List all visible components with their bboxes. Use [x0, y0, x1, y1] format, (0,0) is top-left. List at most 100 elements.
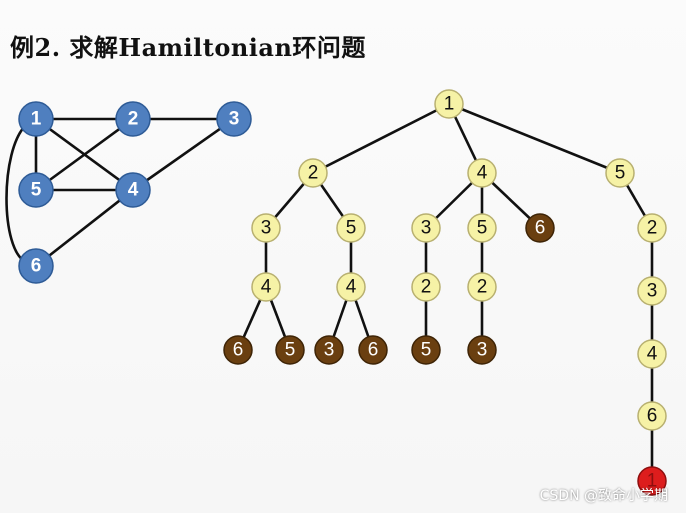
tree-node-circle: [467, 213, 497, 243]
tree-node-dead: 6: [358, 335, 388, 365]
tree-node-label: 4: [477, 163, 488, 184]
tree-node-dead: 3: [467, 335, 497, 365]
tree-node-circle: [637, 401, 667, 431]
graph-node-label: 4: [128, 180, 139, 201]
graph-edge-4-6: [35, 188, 134, 268]
tree-node-normal: 2: [411, 272, 441, 302]
tree-node-circle: [251, 213, 281, 243]
tree-node-dead: 3: [314, 335, 344, 365]
tree-node-dead: 6: [525, 213, 555, 243]
graph-node-circle: [115, 172, 151, 208]
tree-node-normal: 5: [605, 158, 635, 188]
tree-node-normal: 5: [467, 213, 497, 243]
tree-node-normal: 2: [298, 158, 328, 188]
graph-node-circle: [18, 248, 54, 284]
tree-node-label: 3: [324, 340, 335, 361]
tree-node-dead: 5: [275, 335, 305, 365]
slide-title: 例2. 求解Hamiltonian环问题: [10, 33, 366, 62]
tree-node-circle: [525, 213, 555, 243]
tree-node-label: 4: [346, 277, 357, 298]
tree-node-circle: [467, 272, 497, 302]
tree-node-circle: [298, 158, 328, 188]
graph-node-circle: [216, 101, 252, 137]
graph-nodes: 1 2 3 4 5 6: [18, 101, 252, 284]
tree-node-label: 2: [421, 277, 432, 298]
tree-node-circle: [411, 335, 441, 365]
tree-node-normal: 3: [411, 213, 441, 243]
tree-node-circle: [251, 272, 281, 302]
tree-node-dead: 5: [411, 335, 441, 365]
tree-node-normal: 4: [336, 272, 366, 302]
graph-edge-1-6: [5, 124, 27, 264]
tree-node-label: 6: [535, 218, 546, 239]
graph-node-4: 4: [115, 172, 151, 208]
tree-node-normal: 2: [637, 213, 667, 243]
graph-edge-2-5: [35, 117, 134, 192]
tree-node-circle: [605, 158, 635, 188]
tree-node-circle: [336, 272, 366, 302]
tree-node-dead: 6: [223, 335, 253, 365]
tree-node-label: 2: [477, 277, 488, 298]
tree-node-circle: [223, 335, 253, 365]
tree-edge-r-c: [448, 102, 621, 175]
graph-node-circle: [115, 101, 151, 137]
graph-node-1: 1: [18, 101, 54, 137]
tree-node-label: 4: [261, 277, 272, 298]
graph-node-label: 5: [31, 180, 42, 201]
tree-node-label: 5: [421, 340, 432, 361]
graph-node-5: 5: [18, 172, 54, 208]
tree-node-normal: 2: [467, 272, 497, 302]
tree-node-normal: 4: [251, 272, 281, 302]
tree-node-circle: [467, 158, 497, 188]
tree-node-circle: [358, 335, 388, 365]
graph-node-3: 3: [216, 101, 252, 137]
tree-node-label: 3: [421, 218, 432, 239]
graph-node-circle: [18, 101, 54, 137]
tree-node-normal: 6: [637, 401, 667, 431]
tree-node-label: 5: [285, 340, 296, 361]
tree-node-label: 3: [647, 281, 658, 302]
tree-node-circle: [336, 213, 366, 243]
tree-node-label: 5: [346, 218, 357, 239]
tree-node-label: 2: [308, 163, 319, 184]
tree-node-normal: 1: [434, 89, 464, 119]
tree-node-label: 2: [647, 218, 658, 239]
tree-edges: [236, 102, 654, 481]
tree-node-normal: 4: [637, 339, 667, 369]
tree-node-circle: [637, 339, 667, 369]
graph-node-2: 2: [115, 101, 151, 137]
tree-node-goal: 1: [637, 466, 667, 496]
tree-edge-r-a: [312, 102, 450, 175]
tree-node-circle: [467, 335, 497, 365]
graph-node-label: 1: [31, 109, 42, 130]
tree-node-label: 6: [368, 340, 379, 361]
graph-edge-3-4: [132, 117, 235, 192]
tree-node-label: 5: [615, 163, 626, 184]
tree-node-label: 4: [647, 344, 658, 365]
tree-node-label: 1: [647, 471, 658, 492]
tree-node-label: 3: [477, 340, 488, 361]
tree-node-circle: [637, 276, 667, 306]
tree-node-normal: 3: [637, 276, 667, 306]
tree-node-label: 3: [261, 218, 272, 239]
tree-nodes: 1 2 4 5 3 5 3 5 6 2 4 4 2 2 3 6 5 3 6 5 3 4 6 1: [223, 89, 667, 496]
tree-node-circle: [637, 466, 667, 496]
graph-node-circle: [18, 172, 54, 208]
tree-node-label: 5: [477, 218, 488, 239]
tree-node-normal: 4: [467, 158, 497, 188]
graph-node-label: 2: [128, 109, 139, 130]
tree-node-label: 6: [647, 406, 658, 427]
tree-node-label: 1: [444, 94, 455, 115]
tree-node-circle: [411, 213, 441, 243]
graph-node-label: 3: [229, 109, 240, 130]
tree-node-normal: 5: [336, 213, 366, 243]
tree-node-normal: 3: [251, 213, 281, 243]
graph-node-6: 6: [18, 248, 54, 284]
tree-node-circle: [314, 335, 344, 365]
csdn-watermark: CSDN @致命小学期: [539, 488, 668, 504]
tree-node-circle: [275, 335, 305, 365]
tree-node-circle: [637, 213, 667, 243]
